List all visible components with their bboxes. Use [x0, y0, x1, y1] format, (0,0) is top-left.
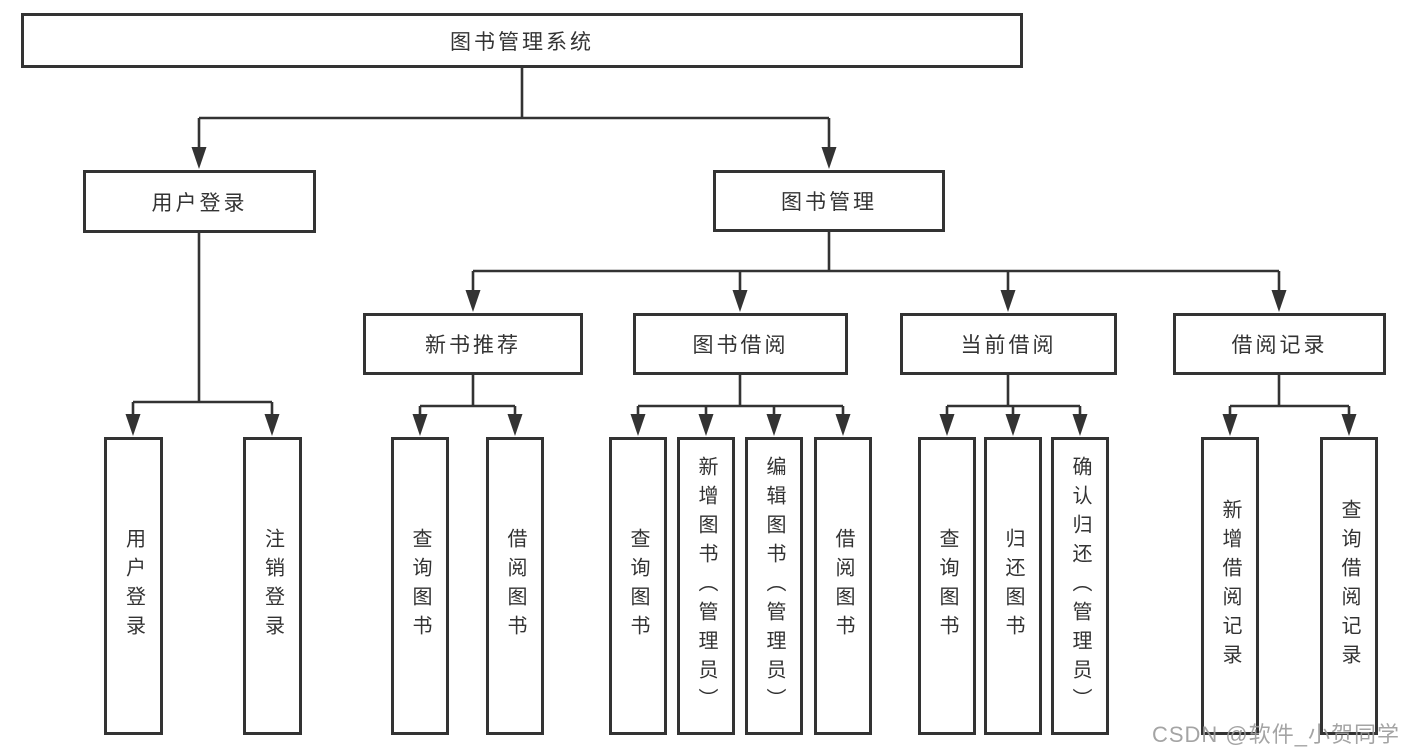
- node-library-management-system: 图书管理系统: [21, 13, 1023, 68]
- leaf-borrow-books-borrowing-label: 借阅图书: [832, 528, 854, 644]
- leaf-query-books-recommend: 查询图书: [391, 437, 449, 735]
- node-library-management-system-label: 图书管理系统: [450, 30, 594, 54]
- leaf-return-books-label: 归还图书: [1002, 528, 1024, 644]
- leaf-query-books-recommend-label: 查询图书: [409, 528, 431, 644]
- node-current-borrowing-label: 当前借阅: [960, 334, 1057, 357]
- node-book-management: 图书管理: [713, 170, 945, 232]
- leaf-query-books-current: 查询图书: [918, 437, 976, 735]
- node-borrowing-records-label: 借阅记录: [1231, 334, 1328, 357]
- watermark: CSDN @软件_小贺同学: [1151, 722, 1400, 747]
- leaf-edit-book-admin: 编辑图书（管理员）: [745, 437, 803, 735]
- leaf-confirm-return-admin: 确认归还（管理员）: [1051, 437, 1109, 735]
- node-book-borrowing: 图书借阅: [633, 313, 848, 375]
- node-current-borrowing: 当前借阅: [900, 313, 1117, 375]
- node-borrowing-records: 借阅记录: [1173, 313, 1386, 375]
- leaf-add-borrow-record-label: 新增借阅记录: [1219, 499, 1241, 673]
- leaf-borrow-books-recommend: 借阅图书: [486, 437, 544, 735]
- leaf-add-book-admin: 新增图书（管理员）: [677, 437, 735, 735]
- leaf-edit-book-admin-label: 编辑图书（管理员）: [763, 455, 785, 717]
- leaf-confirm-return-admin-label: 确认归还（管理员）: [1069, 455, 1091, 717]
- node-book-management-label: 图书管理: [781, 191, 877, 214]
- leaf-borrow-books-recommend-label: 借阅图书: [504, 528, 526, 644]
- node-user-login: 用户登录: [83, 170, 316, 233]
- leaf-query-books-borrowing: 查询图书: [609, 437, 667, 735]
- leaf-query-borrow-record-label: 查询借阅记录: [1338, 499, 1360, 673]
- leaf-return-books: 归还图书: [984, 437, 1042, 735]
- leaf-user-login-label: 用户登录: [122, 528, 145, 644]
- leaf-add-book-admin-label: 新增图书（管理员）: [695, 455, 717, 717]
- node-new-book-recommendation: 新书推荐: [363, 313, 583, 375]
- leaf-add-borrow-record: 新增借阅记录: [1201, 437, 1259, 735]
- leaf-user-login: 用户登录: [104, 437, 163, 735]
- leaf-query-books-borrowing-label: 查询图书: [627, 528, 649, 644]
- node-user-login-label: 用户登录: [151, 191, 248, 215]
- node-new-book-recommendation-label: 新书推荐: [425, 334, 521, 357]
- leaf-logout-label: 注销登录: [261, 528, 284, 644]
- node-book-borrowing-label: 图书借阅: [692, 334, 789, 357]
- leaf-borrow-books-borrowing: 借阅图书: [814, 437, 872, 735]
- leaf-query-borrow-record: 查询借阅记录: [1320, 437, 1378, 735]
- leaf-logout: 注销登录: [243, 437, 302, 735]
- leaf-query-books-current-label: 查询图书: [936, 528, 958, 644]
